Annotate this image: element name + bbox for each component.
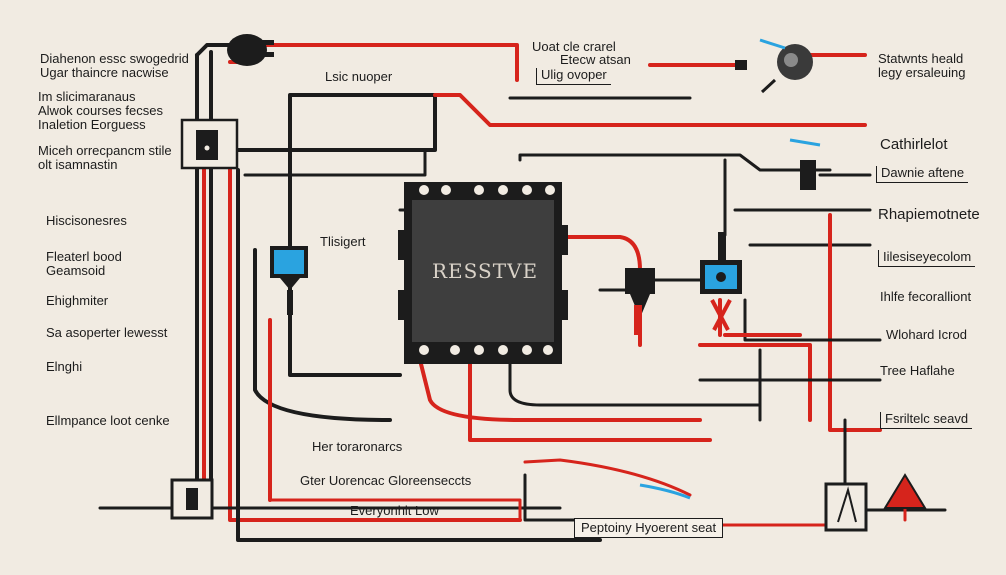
center-label-1: Lsic nuoper [325,69,393,84]
wire-bottom-red-long [268,498,522,522]
ground-icon [170,478,214,520]
wire-bottom-black-coil [523,473,577,522]
wire-relay-bottom-3 [468,358,712,442]
center-label-9: Peptoiny Hyoerent seat [574,518,724,538]
wire-bottom-red-coil [523,458,692,497]
center-label-3: Etecw atsan [560,52,631,67]
right-label-8: Tree Haflahe [880,363,955,378]
left-label-3: Miceh orrecpancm stile olt isamnastin [38,143,172,172]
wire-switch-black-2 [243,148,427,177]
relay-icon [398,182,568,364]
wire-right-black-vert [743,298,882,342]
center-label-6: Her toraronarcs [312,439,403,454]
wire-relay-left-black-2 [253,248,392,422]
wire-plug-black [195,43,234,57]
wire-right-red-3 [698,343,812,422]
warning-triangle-icon [883,473,927,509]
wire-relay-to-right [518,153,832,172]
switch-icon [180,118,239,170]
wire-plug-red [263,43,519,82]
wire-switch-red [433,93,867,127]
right-label-7: Wlohard Icrod [886,327,967,342]
center-label-5: Tlisigert [320,234,366,249]
wire-relay-bottom [418,358,702,422]
left-label-9: Ellmpance loot cenke [46,413,170,428]
ground-box-right [824,482,868,532]
black-relay-icon [625,268,655,335]
right-label-9: Fsriltelc seavd [880,412,973,429]
right-label-3: Dawnie aftene [876,166,969,183]
left-label-1: Diahenon essc swogedrid Ugar thaincre na… [40,51,189,80]
center-label-7: Gter Uorencac Gloreenseccts [300,473,472,488]
left-label-4: Hiscisonesres [46,213,127,228]
right-label-1: Statwnts heald legy ersaleuing [878,51,966,80]
wire-right-red-vert [828,213,882,432]
blue-relay-icon [700,232,742,331]
plug-icon [227,34,274,66]
right-label-6: Ihlfe fecoralliont [880,289,972,304]
right-label-4: Rhapiemotnete [878,206,980,223]
center-label-8: Everyonhit Low [350,503,439,518]
right-label-5: Iilesiseyecolom [878,250,976,267]
coil-icon [639,483,691,500]
center-label-4: Ulig ovoper [536,68,611,85]
connector-right [789,138,821,190]
right-label-2: Cathirlelot [880,136,948,153]
relay-label: RESSTVE [432,259,539,283]
center-label-2: Uoat cle crarel [532,39,616,54]
wire-left-bus-red-2 [228,158,522,522]
left-label-6: Ehighmiter [46,293,109,308]
left-label-7: Sa asoperter lewesst [46,325,168,340]
left-label-5: Fleaterl bood Geamsoid [46,249,122,278]
wire-bus-black-3 [236,168,602,542]
bulb-icon [735,38,813,94]
left-label-8: Elnghi [46,359,83,374]
wire-relay-bottom-2 [508,358,762,407]
left-label-2: Im slicimaranaus Alwok courses fecses In… [38,89,163,132]
blue-sensor-icon [270,246,308,315]
